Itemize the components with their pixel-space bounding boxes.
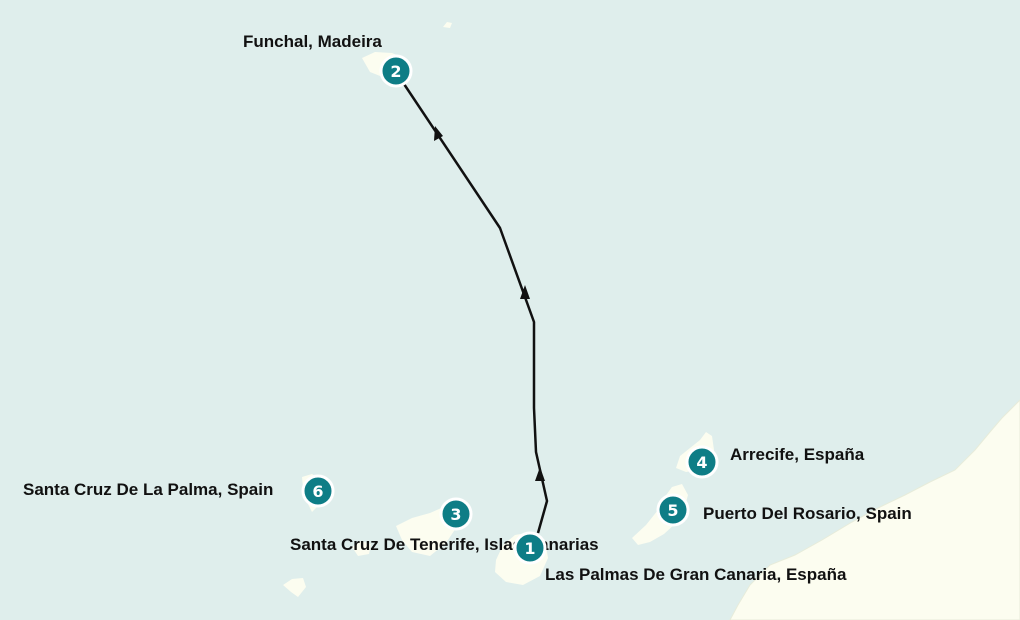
marker-circle [379,54,413,88]
arrowhead-icon [434,126,443,141]
marker-number: 2 [390,62,401,81]
port-marker-3[interactable]: 3 [439,497,473,531]
port-label-arrecife: Arrecife, España [730,445,865,464]
marker-circle [513,531,547,565]
island-porto-santo [443,22,452,28]
port-label-tenerife: Santa Cruz De Tenerife, Islas Canarias [290,535,599,554]
marker-number: 6 [312,482,323,501]
marker-number: 4 [696,453,707,472]
port-label-funchal: Funchal, Madeira [243,32,382,51]
island-el-hierro [283,578,306,597]
port-marker-4[interactable]: 4 [685,445,719,479]
port-label-la-palma: Santa Cruz De La Palma, Spain [23,480,273,499]
cruise-route-line [402,83,549,534]
port-label-puerto-del-rosario: Puerto Del Rosario, Spain [703,504,912,523]
marker-number: 1 [524,539,535,558]
marker-circle [301,474,335,508]
marker-number: 3 [450,505,461,524]
port-marker-1[interactable]: 1 [513,531,547,565]
africa-coast [729,399,1020,620]
marker-number: 5 [667,501,678,520]
port-marker-2[interactable]: 2 [379,54,413,88]
port-marker-5[interactable]: 5 [656,493,690,527]
marker-circle [685,445,719,479]
arrowhead-icon [520,285,530,299]
arrowhead-icon [535,467,545,481]
marker-circle [439,497,473,531]
port-marker-6[interactable]: 6 [301,474,335,508]
marker-circle [656,493,690,527]
island-la-gomera [352,541,371,556]
port-label-las-palmas: Las Palmas De Gran Canaria, España [545,565,847,584]
